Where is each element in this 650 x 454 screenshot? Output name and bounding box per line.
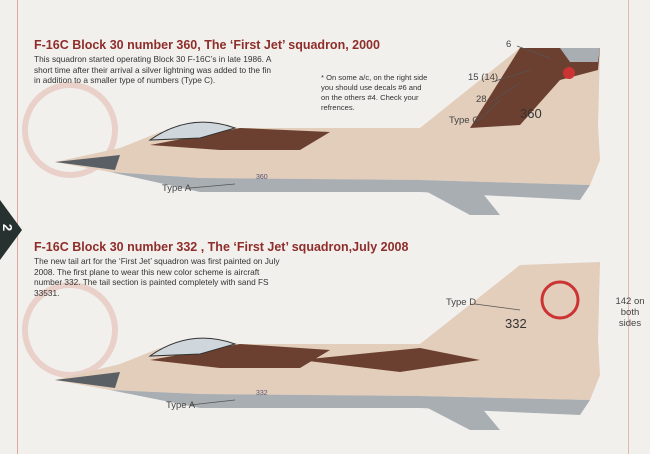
decal-note: * On some a/c, on the right side you sho… xyxy=(321,73,428,112)
callout-lines xyxy=(189,45,551,406)
section-description: This squadron started operating Block 30… xyxy=(34,54,272,85)
page-margin-line xyxy=(628,0,629,454)
callout-15: 15 (14) xyxy=(468,72,499,83)
fuselage-number: 360 xyxy=(256,174,268,181)
tail-number: 332 xyxy=(505,316,527,331)
section-title: F-16C Block 30 number 360, The ‘First Je… xyxy=(34,38,380,52)
tail-number: 360 xyxy=(520,106,542,121)
fuselage-number: 332 xyxy=(256,390,268,397)
callout-28: 28 xyxy=(476,94,487,105)
page-tab xyxy=(0,200,22,260)
aircraft-332 xyxy=(55,262,600,430)
callout-142: 142 on both sides xyxy=(615,296,645,329)
callout-type-a: Type A xyxy=(162,183,192,194)
section-description: The new tail art for the ‘First Jet’ squ… xyxy=(34,256,280,298)
section-title: F-16C Block 30 number 332 , The ‘First J… xyxy=(34,240,409,254)
callout-type-c: Type C xyxy=(449,115,480,126)
callout-type-d: Type D xyxy=(446,297,477,308)
aircraft-360 xyxy=(55,48,600,215)
callout-6: 6 xyxy=(506,39,512,50)
callout-type-a: Type A xyxy=(166,400,196,411)
squadron-emblem-watermark xyxy=(22,82,118,378)
